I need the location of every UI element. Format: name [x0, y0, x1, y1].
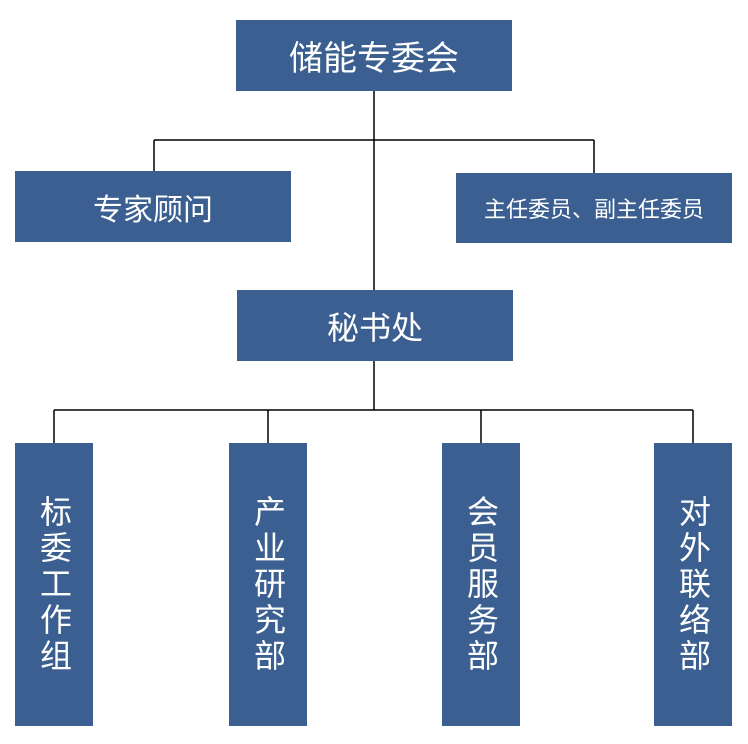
advisors-node: 专家顾问	[15, 171, 291, 242]
department-label: 产业研究部	[249, 494, 287, 675]
advisors-node-label: 专家顾问	[93, 192, 213, 228]
department-node-member-services: 会员服务部	[442, 443, 520, 726]
secretariat-node: 秘书处	[237, 290, 513, 361]
root-node: 储能专委会	[236, 20, 512, 91]
department-node-standards: 标委工作组	[15, 443, 93, 726]
department-node-external-relations: 对外联络部	[654, 443, 732, 726]
directors-node-label: 主任委员、副主任委员	[483, 198, 704, 223]
root-node-label: 储能专委会	[289, 39, 459, 79]
department-node-research: 产业研究部	[229, 443, 307, 726]
department-label: 对外联络部	[674, 494, 712, 675]
department-label: 标委工作组	[35, 494, 73, 675]
directors-node: 主任委员、副主任委员	[456, 173, 732, 243]
secretariat-node-label: 秘书处	[326, 308, 423, 347]
department-label: 会员服务部	[462, 494, 500, 675]
